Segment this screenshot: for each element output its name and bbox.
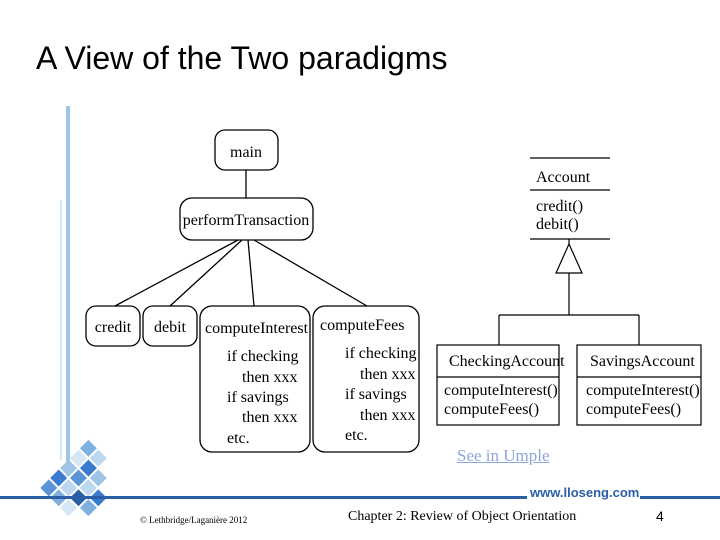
edge-perform-fees (253, 239, 368, 307)
slide-title: A View of the Two paradigms (36, 40, 448, 76)
node-main (214, 129, 279, 171)
account-op: credit() (536, 198, 583, 215)
interest-line: then xxx (242, 369, 298, 386)
checking-account-class (436, 344, 560, 426)
interest-line: if checking (227, 348, 299, 365)
savings-class-name: SavingsAccount (590, 353, 695, 370)
interest-line: then xxx (242, 409, 298, 426)
savings-account-class (576, 344, 702, 426)
edge-perform-credit (114, 239, 239, 307)
fees-line: if savings (345, 386, 407, 403)
debit-label: debit (154, 319, 187, 336)
interest-line: if savings (227, 389, 289, 406)
see-in-umple-link[interactable]: See in Umple (457, 446, 550, 465)
page-number: 4 (656, 508, 664, 524)
fees-line: if checking (345, 345, 417, 362)
account-op: debit() (536, 216, 579, 233)
node-credit (85, 305, 141, 347)
left-accent-bar (66, 106, 70, 476)
main-label: main (230, 144, 262, 161)
website-label: www.lloseng.com (530, 485, 640, 500)
footer-rule (0, 496, 720, 499)
checking-op: computeFees() (444, 401, 539, 418)
mosaic-decoration (40, 439, 107, 517)
fees-line: then xxx (360, 407, 416, 424)
procedural-tree: main performTransaction credit debit com… (85, 129, 420, 453)
edge-perform-interest (247, 239, 255, 307)
account-class-name: Account (536, 169, 591, 186)
interest-line: etc. (227, 430, 250, 447)
copyright-footer: © Lethbridge/Laganière 2012 (140, 515, 248, 525)
chapter-footer: Chapter 2: Review of Object Orientation (348, 509, 577, 524)
left-accent-bar-thin (60, 200, 62, 460)
node-perform-transaction (179, 197, 314, 241)
class-diagram: Account credit() debit() CheckingAccount… (436, 157, 702, 426)
savings-op: computeFees() (586, 401, 681, 418)
checking-class-name: CheckingAccount (449, 353, 565, 370)
fees-line: then xxx (360, 366, 416, 383)
perform-transaction-label: performTransaction (183, 212, 310, 229)
generalization-arrow (555, 242, 583, 274)
checking-op: computeInterest() (444, 382, 558, 399)
compute-fees-title: computeFees (320, 317, 404, 334)
credit-label: credit (95, 319, 132, 336)
fees-line: etc. (345, 427, 368, 444)
node-compute-fees (312, 305, 420, 453)
edge-perform-debit (169, 239, 243, 307)
savings-op: computeInterest() (586, 382, 700, 399)
compute-interest-title: computeInterest (205, 320, 309, 337)
node-compute-interest (199, 305, 311, 453)
node-debit (142, 305, 198, 347)
